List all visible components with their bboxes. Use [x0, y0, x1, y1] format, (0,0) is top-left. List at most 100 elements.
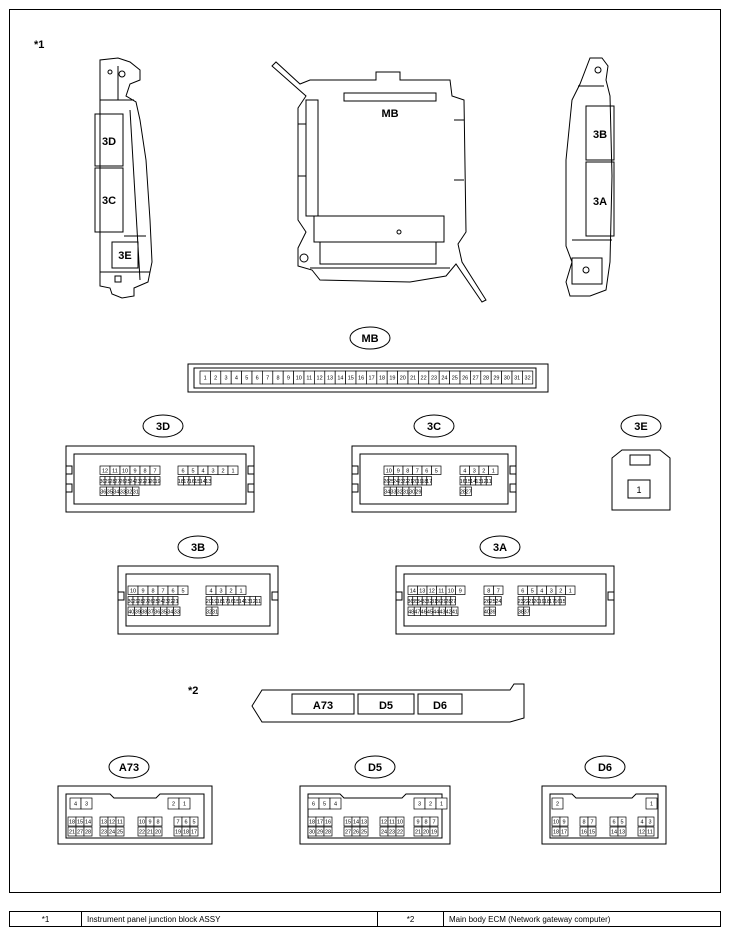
d5-pin-24: 24: [381, 830, 387, 836]
d5-pin-27: 27: [345, 830, 351, 836]
3b-pin-11: 11: [255, 599, 261, 605]
3d-pin-32: 32: [126, 489, 132, 495]
3a-pin-43: 43: [439, 609, 445, 615]
3b-pin-34: 34: [167, 609, 173, 615]
3a-pin-27: 27: [450, 599, 456, 605]
mb-pin-9: 9: [287, 376, 290, 382]
d5-pin-25-cell: [359, 826, 369, 837]
a73-pin-24: 24: [109, 830, 115, 836]
ecm-label-d6: D6: [433, 700, 447, 712]
3d-pin-23: 23: [134, 479, 140, 485]
mb-pin-10: 10: [296, 376, 302, 382]
3b-pin-5: 5: [181, 588, 184, 594]
3d-pin-27: 27: [114, 479, 120, 485]
3a-pin-3: 3: [550, 588, 553, 594]
3c-pin-34: 34: [384, 489, 390, 495]
d5-pin-6: 6: [312, 802, 315, 808]
3d-pin-6: 6: [181, 468, 184, 474]
3b-pin-38: 38: [141, 609, 147, 615]
d5-pin-4: 4: [334, 802, 337, 808]
3b-pin-17: 17: [222, 599, 228, 605]
d6-connector-body: [541, 785, 667, 845]
d6-pin-3-cell: [645, 816, 655, 827]
d5-pin-26: 26: [353, 830, 359, 836]
mb-pin-31: 31: [514, 376, 520, 382]
3a-pin-40: 40: [484, 609, 490, 615]
a73-connector-body: [57, 785, 213, 845]
a73-pin-28-cell: [83, 826, 93, 837]
3a-pin-39-cell: [489, 606, 496, 616]
3a-pin-19: 19: [539, 599, 545, 605]
a73-pin-3-cell: [80, 797, 93, 810]
3a-pin-33: 33: [422, 599, 428, 605]
3b-pin-26: 26: [147, 599, 153, 605]
d5-pin-22-cell: [395, 826, 405, 837]
mb-pin-19: 19: [389, 376, 395, 382]
a73-pin-1-cell: [178, 797, 191, 810]
3c-pin-24: 24: [393, 479, 399, 485]
a73-pin-2: 2: [172, 802, 175, 808]
3c-pin-6: 6: [425, 468, 428, 474]
d5-connector-body: [299, 785, 451, 845]
d6-pin-6: 6: [612, 820, 615, 826]
3c-pin-28: 28: [460, 489, 466, 495]
3a-pin-6: 6: [521, 588, 524, 594]
3d-pin-24: 24: [129, 479, 135, 485]
3b-pin-20: 20: [206, 599, 212, 605]
3c-pin-17: 17: [426, 479, 432, 485]
3c-pin-29-cell: [414, 486, 422, 496]
3b-pin-12: 12: [250, 599, 256, 605]
a73-pin-27: 27: [77, 830, 83, 836]
3c-pin-3: 3: [473, 468, 476, 474]
3d-pin-20: 20: [149, 479, 155, 485]
3b-pin-21-cell: [172, 596, 179, 606]
3c-pin-25: 25: [388, 479, 394, 485]
3c-pin-20: 20: [412, 479, 418, 485]
3a-pin-8: 8: [487, 588, 490, 594]
3a-pin-7-cell: [493, 585, 504, 595]
d6-pin-9: 9: [562, 820, 565, 826]
3b-pin-21: 21: [172, 599, 178, 605]
junction-block-front-view: [271, 61, 487, 303]
figure-marker-1: *1: [34, 39, 44, 51]
3e-title: 3E: [634, 421, 647, 433]
d6-pin-13: 13: [619, 830, 625, 836]
3b-pin-39: 39: [135, 609, 141, 615]
a73-pin-1: 1: [183, 802, 186, 808]
3c-pin-18: 18: [421, 479, 427, 485]
3d-pin-4: 4: [201, 468, 204, 474]
mb-pin-25: 25: [452, 376, 458, 382]
3a-pin-32: 32: [426, 599, 432, 605]
a73-pin-25-cell: [115, 826, 125, 837]
3d-pin-21: 21: [144, 479, 150, 485]
figure-marker-2: *2: [188, 685, 198, 697]
3c-pin-8: 8: [406, 468, 409, 474]
a73-pin-21: 21: [147, 830, 153, 836]
3c-pin-33: 33: [390, 489, 396, 495]
d6-pin-2-cell: [551, 797, 564, 810]
a73-pin-14-cell: [83, 816, 93, 827]
3c-pin-14: 14: [470, 479, 476, 485]
a73-pin-8: 8: [156, 820, 159, 826]
3b-pin-7: 7: [161, 588, 164, 594]
3c-pin-10: 10: [386, 468, 392, 474]
3b-pin-16: 16: [228, 599, 234, 605]
3a-pin-1: 1: [569, 588, 572, 594]
d5-pin-15: 15: [345, 820, 351, 826]
d5-pin-7-cell: [429, 816, 439, 827]
a73-pin-8-cell: [153, 816, 163, 827]
3c-pin-17-cell: [426, 476, 432, 486]
a73-pin-17: 17: [191, 830, 197, 836]
d5-pin-25: 25: [361, 830, 367, 836]
mb-pin-22: 22: [421, 376, 427, 382]
3a-pin-41-cell: [451, 606, 459, 616]
mb-pin-1: 1: [204, 376, 207, 382]
d5-pin-18: 18: [309, 820, 315, 826]
mb-title-oval: [349, 326, 391, 350]
d5-pin-22: 22: [397, 830, 403, 836]
d5-pin-7: 7: [432, 820, 435, 826]
